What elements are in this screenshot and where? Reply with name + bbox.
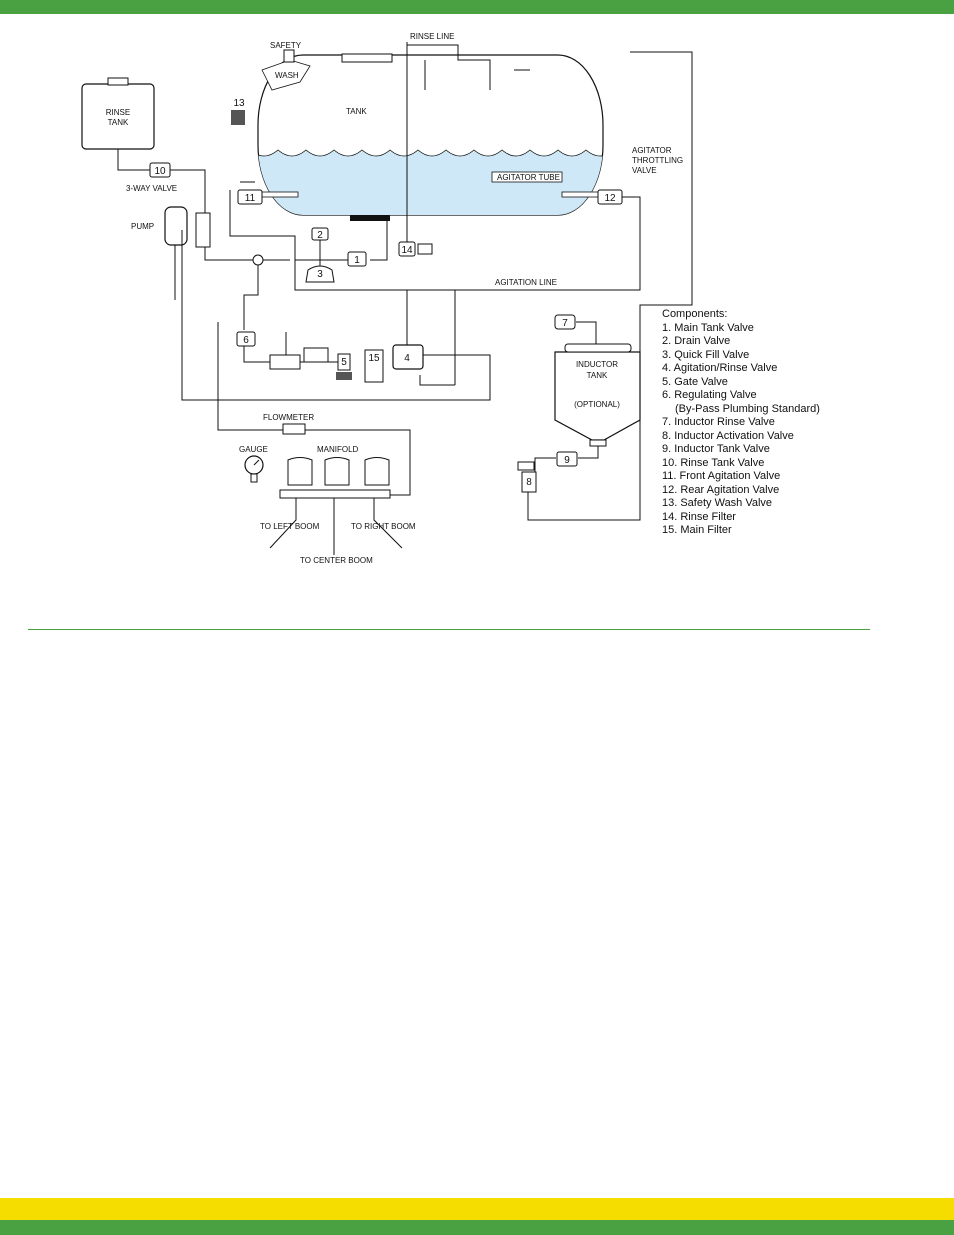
legend-item: 2. Drain Valve xyxy=(662,335,731,347)
label-to-center-boom: TO CENTER BOOM xyxy=(300,556,373,565)
label-gauge: GAUGE xyxy=(239,445,268,454)
svg-text:8: 8 xyxy=(526,477,532,488)
diagram-labels: SAFETY WASH TANK RINSE LINE RINSE TANK 3… xyxy=(106,32,683,565)
legend-item: 5. Gate Valve xyxy=(662,375,728,388)
label-3-way-valve: 3-WAY VALVE xyxy=(126,184,177,193)
bottom-yellow-bar xyxy=(0,1198,954,1220)
label-agitator-1: AGITATOR xyxy=(632,146,672,155)
label-agitator-tube: AGITATOR TUBE xyxy=(497,173,560,182)
svg-text:9: 9 xyxy=(564,455,570,466)
svg-text:15: 15 xyxy=(368,353,380,364)
component-numbers: 1 2 3 4 5 6 7 8 9 10 11 12 13 14 15 xyxy=(149,98,623,488)
legend-item: 15. Main Filter xyxy=(662,524,732,536)
manifold xyxy=(269,457,403,555)
plumbing-diagram: 1 2 3 4 5 6 7 8 9 10 11 12 13 14 15 SAFE… xyxy=(81,32,693,565)
label-agitation-line: AGITATION LINE xyxy=(495,278,557,287)
label-optional: (OPTIONAL) xyxy=(574,400,620,409)
badge-14: 14 xyxy=(398,241,416,257)
label-safety: SAFETY xyxy=(270,41,302,50)
badge-8: 8 xyxy=(526,477,532,488)
label-tank: TANK xyxy=(346,107,367,116)
label-inductor-2: TANK xyxy=(587,371,608,380)
legend-item: 8. Inductor Activation Valve xyxy=(662,429,794,442)
tank-liquid xyxy=(258,149,603,215)
svg-text:3: 3 xyxy=(317,269,323,280)
label-pump: PUMP xyxy=(131,222,154,231)
bottom-green-bar xyxy=(0,1220,954,1235)
label-rinse-tank-1: RINSE xyxy=(106,108,130,117)
svg-text:6: 6 xyxy=(243,335,249,346)
label-rinse-tank-2: TANK xyxy=(108,118,129,127)
badge-13: 13 xyxy=(233,98,245,109)
legend-item: (By-Pass Plumbing Standard) xyxy=(675,402,820,415)
label-inductor-1: INDUCTOR xyxy=(576,360,618,369)
pump xyxy=(164,206,211,248)
svg-text:5: 5 xyxy=(341,357,347,368)
legend-item: 12. Rear Agitation Valve xyxy=(662,483,780,496)
piping xyxy=(117,42,693,521)
svg-text:12: 12 xyxy=(604,193,616,204)
legend-item: 9. Inductor Tank Valve xyxy=(662,443,770,455)
svg-text:7: 7 xyxy=(562,318,568,329)
badge-15: 15 xyxy=(368,353,380,364)
legend-title: Components: xyxy=(662,308,728,320)
svg-text:4: 4 xyxy=(404,353,410,364)
label-manifold: MANIFOLD xyxy=(317,445,359,454)
badge-6: 6 xyxy=(236,331,256,347)
svg-text:11: 11 xyxy=(245,193,256,204)
section-divider xyxy=(28,629,870,630)
badge-2: 2 xyxy=(311,227,329,241)
badge-10: 10 xyxy=(149,162,171,178)
svg-text:14: 14 xyxy=(401,245,413,256)
svg-text:1: 1 xyxy=(354,255,360,266)
legend-item: 3. Quick Fill Valve xyxy=(662,348,750,361)
legend-item: 7. Inductor Rinse Valve xyxy=(662,416,775,428)
badge-4: 4 xyxy=(404,353,410,364)
legend-item: 6. Regulating Valve xyxy=(662,389,757,401)
legend-item: 4. Agitation/Rinse Valve xyxy=(662,362,778,374)
main-tank xyxy=(257,49,604,221)
label-to-left-boom: TO LEFT BOOM xyxy=(260,522,320,531)
label-wash: WASH xyxy=(275,71,299,80)
label-flowmeter: FLOWMETER xyxy=(263,413,314,422)
label-rinse-line: RINSE LINE xyxy=(410,32,454,41)
svg-text:10: 10 xyxy=(154,166,166,177)
badge-12: 12 xyxy=(597,189,623,205)
agitator-tube xyxy=(491,171,563,183)
gauge xyxy=(244,455,264,483)
components-legend: Components: 1. Main Tank Valve 2. Drain … xyxy=(662,308,820,538)
legend-item: 11. Front Agitation Valve xyxy=(662,470,781,482)
badge-9: 9 xyxy=(556,451,578,467)
legend-item: 10. Rinse Tank Valve xyxy=(662,456,765,469)
legend-item: 13. Safety Wash Valve xyxy=(662,497,773,509)
label-agitator-2: THROTTLING xyxy=(632,156,683,165)
label-agitator-3: VALVE xyxy=(632,166,657,175)
svg-text:13: 13 xyxy=(233,98,245,109)
badge-11: 11 xyxy=(237,189,263,205)
legend-item: 14. Rinse Filter xyxy=(662,510,736,523)
badge-5: 5 xyxy=(341,357,347,368)
label-to-right-boom: TO RIGHT BOOM xyxy=(351,522,416,531)
badge-7: 7 xyxy=(554,314,576,330)
legend-item: 1. Main Tank Valve xyxy=(662,321,754,334)
top-green-bar xyxy=(0,0,954,14)
flowmeter xyxy=(282,423,306,435)
badge-3: 3 xyxy=(317,269,323,280)
badge-1: 1 xyxy=(347,251,367,267)
svg-text:2: 2 xyxy=(317,230,323,241)
